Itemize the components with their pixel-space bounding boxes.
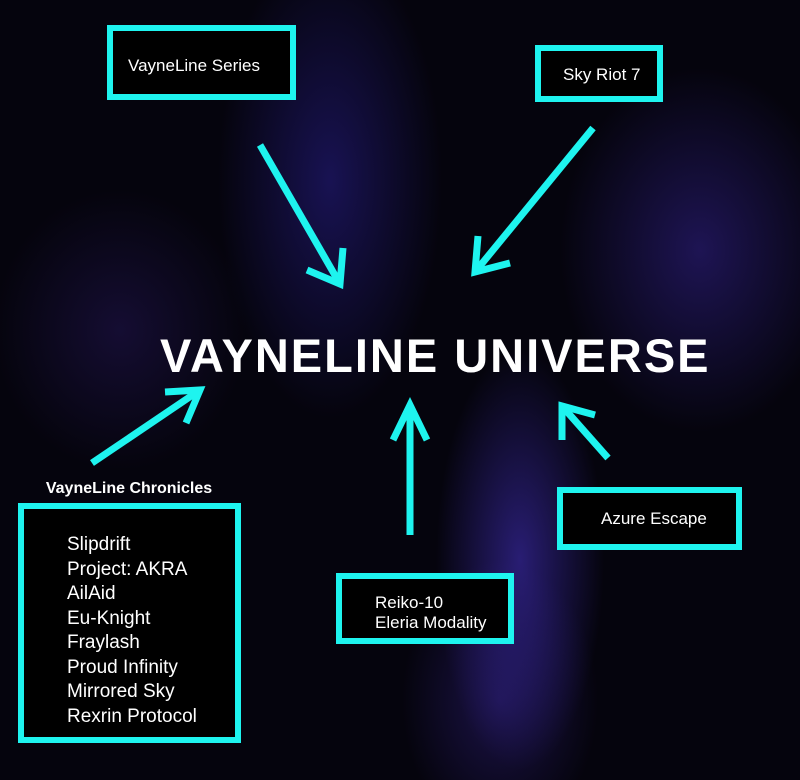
arrow-series-to-universe	[256, 143, 347, 290]
node-azure-escape: Azure Escape	[557, 487, 742, 550]
arrow-azure-to-universe	[558, 401, 611, 461]
universe-title: VAYNELINE UNIVERSE	[160, 329, 711, 382]
list-item: Project: AKRA	[67, 558, 188, 580]
node-label: VayneLine Series	[128, 56, 260, 75]
arrow-skyriot-to-universe	[471, 125, 596, 277]
eleria-line: Eleria Modality	[375, 613, 487, 632]
list-item: Proud Infinity	[67, 656, 178, 678]
chronicles-list: Slipdrift Project: AKRA AilAid Eu-Knight…	[67, 533, 197, 729]
node-sky-riot-7: Sky Riot 7	[535, 45, 663, 102]
list-item: Rexrin Protocol	[67, 705, 197, 727]
node-vayneline-chronicles: Slipdrift Project: AKRA AilAid Eu-Knight…	[18, 503, 241, 743]
list-item: Eu-Knight	[67, 607, 151, 629]
node-reiko: Reiko-10 Eleria Modality	[336, 573, 514, 644]
list-item: Mirrored Sky	[67, 681, 175, 702]
chronicles-heading: VayneLine Chronicles	[45, 480, 213, 497]
list-item: Slipdrift	[67, 534, 131, 555]
reiko-line: Reiko-10	[375, 593, 444, 612]
arrow-chronicles-to-universe	[90, 386, 206, 466]
list-item: AilAid	[67, 583, 116, 604]
node-label: Sky Riot 7	[563, 65, 641, 84]
arrow-reiko-to-universe	[389, 396, 431, 535]
node-label: Azure Escape	[601, 509, 707, 528]
node-vayneline-series: VayneLine Series	[107, 25, 296, 100]
node-label: Reiko-10 Eleria Modality	[375, 593, 487, 633]
list-item: Fraylash	[67, 632, 140, 653]
